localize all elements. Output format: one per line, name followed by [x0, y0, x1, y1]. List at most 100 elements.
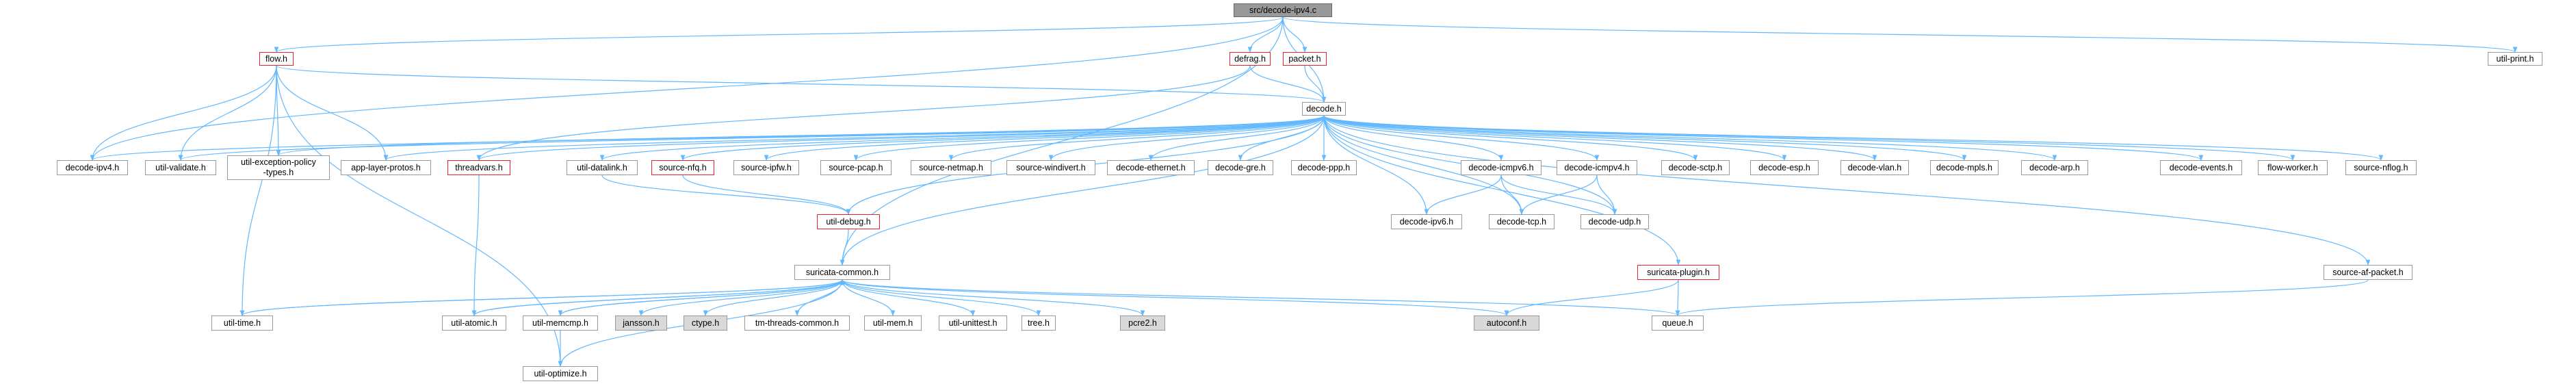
- node-util-debug[interactable]: util-debug.h: [817, 214, 880, 229]
- edge-decode-to-app_layer: [383, 115, 1325, 161]
- node-decode-ppp[interactable]: decode-ppp.h: [1291, 160, 1357, 175]
- node-root[interactable]: src/decode-ipv4.c: [1234, 3, 1332, 17]
- edge-util_debug-to-suricata_common: [840, 229, 849, 266]
- edge-decode-to-decode_icmpv6: [1323, 115, 1504, 161]
- edge-decode-to-source_af_packet: [1323, 115, 2371, 266]
- node-decode-mpls[interactable]: decode-mpls.h: [1930, 160, 1999, 175]
- node-util-print[interactable]: util-print.h: [2488, 52, 2542, 66]
- edge-decode-to-decode_arp: [1323, 115, 2057, 161]
- edge-decode-to-suricata_plugin: [1323, 115, 1681, 266]
- node-util-unittest[interactable]: util-unittest.h: [939, 316, 1007, 331]
- edge-suricata_common-to-queue: [842, 279, 1680, 316]
- edge-source_nfq-to-util_debug: [682, 175, 851, 215]
- edge-decode_icmpv4-to-decode_tcp: [1519, 175, 1598, 215]
- edge-packet-to-decode: [1304, 65, 1327, 103]
- edge-decode-to-source_windivert: [1048, 115, 1325, 161]
- edge-suricata_plugin-to-autoconf: [1504, 279, 1679, 316]
- node-decode-ipv6[interactable]: decode-ipv6.h: [1391, 214, 1462, 229]
- edge-root-to-util_print: [1282, 16, 2517, 53]
- edge-flow-to-decode_ipv4: [90, 65, 277, 161]
- edge-decode_icmpv6-to-decode_tcp: [1500, 175, 1524, 215]
- edge-suricata_common-to-jansson: [638, 279, 843, 316]
- node-flow-worker[interactable]: flow-worker.h: [2258, 160, 2328, 175]
- node-util-time[interactable]: util-time.h: [211, 316, 273, 331]
- node-source-af-packet[interactable]: source-af-packet.h: [2324, 265, 2412, 280]
- node-util-datalink[interactable]: util-datalink.h: [567, 160, 638, 175]
- node-source-netmap[interactable]: source-netmap.h: [911, 160, 991, 175]
- edge-decode-to-flow_worker: [1323, 115, 2295, 161]
- node-decode-ipv4[interactable]: decode-ipv4.h: [57, 160, 128, 175]
- node-util-exception[interactable]: util-exception-policy -types.h: [227, 155, 330, 180]
- node-autoconf[interactable]: autoconf.h: [1474, 316, 1539, 331]
- node-decode-ethernet[interactable]: decode-ethernet.h: [1107, 160, 1195, 175]
- node-decode-events[interactable]: decode-events.h: [2160, 160, 2242, 175]
- node-util-mem[interactable]: util-mem.h: [864, 316, 922, 331]
- node-threadvars[interactable]: threadvars.h: [447, 160, 510, 175]
- node-decode[interactable]: decode.h: [1302, 102, 1346, 116]
- node-decode-gre[interactable]: decode-gre.h: [1208, 160, 1273, 175]
- edge-root-to-packet: [1282, 16, 1307, 53]
- node-util-memcmp[interactable]: util-memcmp.h: [523, 316, 598, 331]
- edge-decode-to-decode_events: [1323, 115, 2204, 161]
- edge-decode-to-source_nfq: [680, 115, 1325, 161]
- node-util-optimize[interactable]: util-optimize.h: [523, 366, 598, 381]
- edge-decode-to-util_datalink: [599, 115, 1325, 161]
- edge-decode-to-source_nflog: [1323, 115, 2383, 161]
- edge-flow-to-util_optimize: [276, 65, 563, 367]
- edge-flow-to-decode: [276, 65, 1326, 103]
- node-decode-esp[interactable]: decode-esp.h: [1750, 160, 1819, 175]
- node-decode-udp[interactable]: decode-udp.h: [1580, 214, 1649, 229]
- edge-layer: [90, 16, 2517, 367]
- edge-flow-to-util_time: [239, 65, 277, 316]
- edge-decode-to-source_ipfw: [764, 115, 1325, 161]
- node-queue[interactable]: queue.h: [1652, 316, 1704, 331]
- edge-decode-to-util_exception: [276, 115, 1325, 156]
- node-suricata-common[interactable]: suricata-common.h: [794, 265, 890, 280]
- node-tm-threads-common[interactable]: tm-threads-common.h: [744, 316, 850, 331]
- node-defrag[interactable]: defrag.h: [1230, 52, 1271, 66]
- edge-decode-to-decode_sctp: [1323, 115, 1698, 161]
- edge-source_af_packet-to-queue: [1675, 279, 2369, 316]
- node-decode-vlan[interactable]: decode-vlan.h: [1840, 160, 1909, 175]
- node-app-layer[interactable]: app-layer-protos.h: [341, 160, 431, 175]
- node-flow[interactable]: flow.h: [259, 52, 294, 66]
- edge-threadvars-to-util_atomic: [471, 175, 480, 316]
- node-util-validate[interactable]: util-validate.h: [145, 160, 216, 175]
- node-decode-tcp[interactable]: decode-tcp.h: [1489, 214, 1554, 229]
- node-source-nfq[interactable]: source-nfq.h: [651, 160, 714, 175]
- node-decode-icmpv6[interactable]: decode-icmpv6.h: [1461, 160, 1541, 175]
- node-suricata-plugin[interactable]: suricata-plugin.h: [1637, 265, 1719, 280]
- node-jansson[interactable]: jansson.h: [615, 316, 667, 331]
- node-source-ipfw[interactable]: source-ipfw.h: [733, 160, 799, 175]
- node-ctype[interactable]: ctype.h: [684, 316, 727, 331]
- node-util-atomic[interactable]: util-atomic.h: [442, 316, 506, 331]
- node-source-windivert[interactable]: source-windivert.h: [1006, 160, 1095, 175]
- node-decode-icmpv4[interactable]: decode-icmpv4.h: [1557, 160, 1637, 175]
- edge-suricata_common-to-util_unittest: [842, 279, 976, 316]
- edge-decode-to-util_validate: [179, 115, 1325, 161]
- edge-decode-to-decode_ethernet: [1148, 115, 1325, 161]
- node-decode-sctp[interactable]: decode-sctp.h: [1661, 160, 1730, 175]
- edge-decode-to-threadvars: [476, 115, 1325, 161]
- edge-decode-to-suricata_common: [840, 115, 1325, 266]
- edge-decode-to-decode_ipv6: [1323, 115, 1429, 215]
- edge-util_atomic-to-suricata_common: [473, 279, 845, 316]
- edge-decode_icmpv6-to-decode_ipv6: [1424, 175, 1502, 215]
- edge-flow-to-app_layer: [276, 65, 389, 161]
- node-pcre2[interactable]: pcre2.h: [1120, 316, 1165, 331]
- edge-decode-to-decode_vlan: [1323, 115, 1877, 161]
- edge-root-to-flow: [274, 16, 1284, 53]
- node-tree[interactable]: tree.h: [1022, 316, 1056, 331]
- node-packet[interactable]: packet.h: [1283, 52, 1327, 66]
- edge-util_time-to-suricata_common: [242, 279, 845, 316]
- edge-decode-to-decode_tcp: [1323, 115, 1524, 215]
- node-source-pcap[interactable]: source-pcap.h: [820, 160, 892, 175]
- edge-decode_icmpv4-to-decode_udp: [1596, 175, 1617, 215]
- edge-decode-to-source_netmap: [948, 115, 1325, 161]
- edge-decode-to-source_pcap: [853, 115, 1325, 161]
- edge-suricata_common-to-util_mem: [842, 279, 896, 316]
- node-source-nflog[interactable]: source-nflog.h: [2345, 160, 2417, 175]
- node-decode-arp[interactable]: decode-arp.h: [2021, 160, 2088, 175]
- edge-decode-to-decode_mpls: [1323, 115, 1967, 161]
